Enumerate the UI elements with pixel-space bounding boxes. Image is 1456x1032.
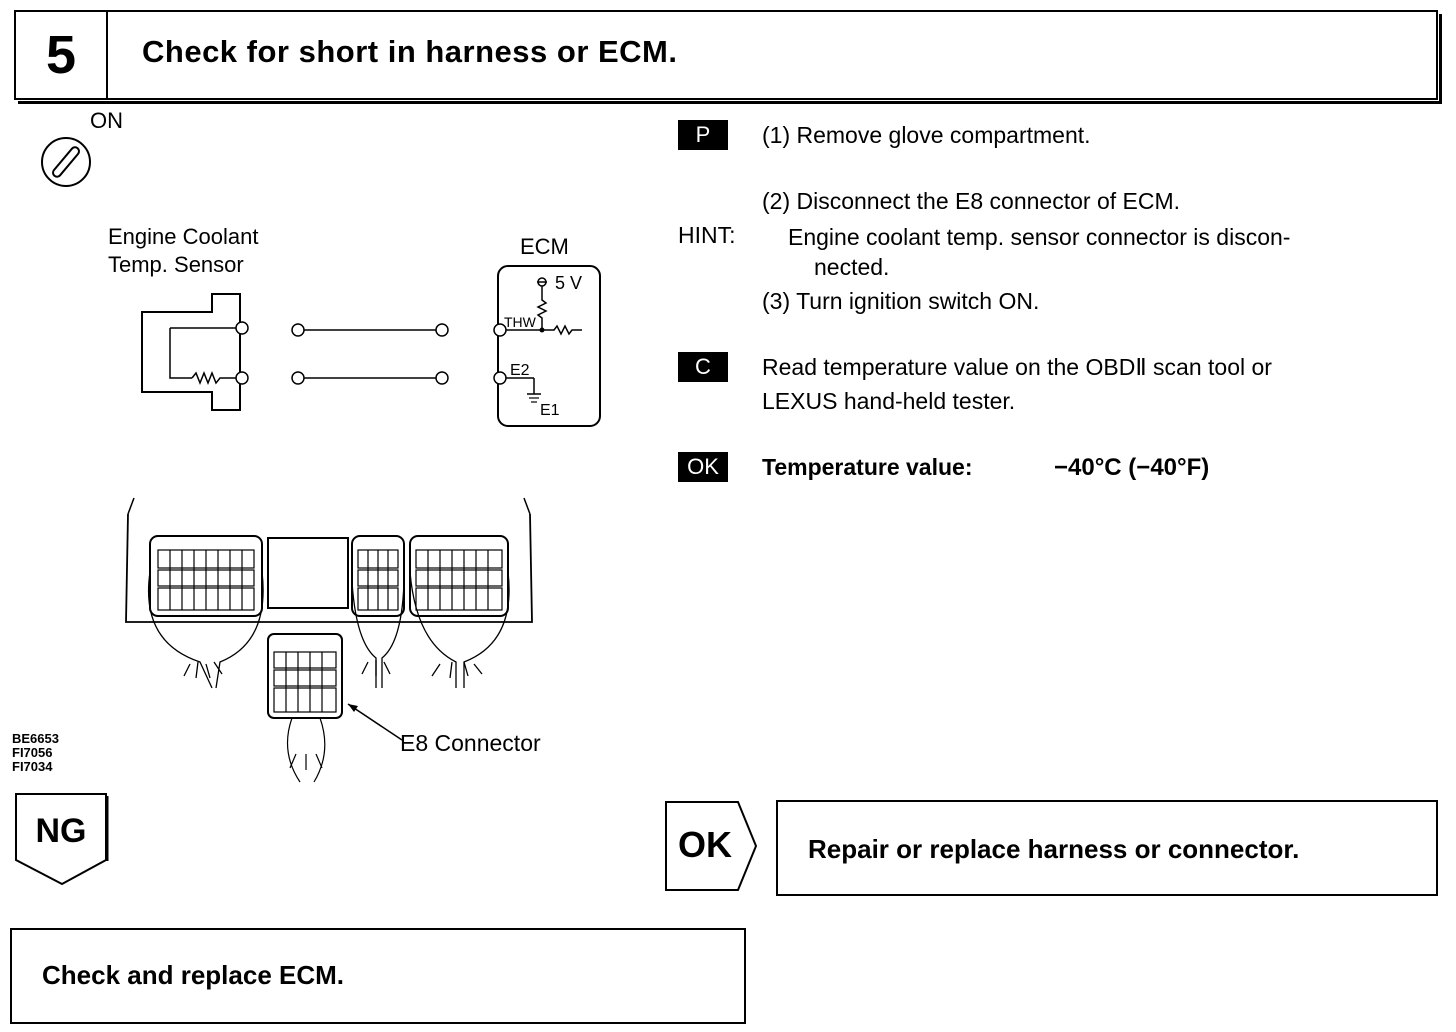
ok-action-box xyxy=(776,800,1438,896)
hint-label: HINT: xyxy=(678,222,736,248)
step-number: 5 xyxy=(16,12,108,98)
step-title: Check for short in harness or ECM. xyxy=(142,34,678,69)
figure-code: BE6653 xyxy=(12,731,59,746)
step-2-text: (2) Disconnect the E8 connector of ECM. xyxy=(762,188,1181,214)
sensor-label-line1: Engine Coolant xyxy=(108,224,259,249)
ecm-label: ECM xyxy=(520,234,569,259)
ok-action-text: Repair or replace harness or connector. xyxy=(808,834,1300,864)
step-1-text: (1) Remove glove compartment. xyxy=(762,122,1091,148)
result-label: Temperature value: xyxy=(762,454,973,480)
step-header xyxy=(14,10,1438,100)
result-value: −40°C (−40°F) xyxy=(1054,454,1210,481)
preparation-badge: P xyxy=(678,120,728,150)
e2-terminal-label: E2 xyxy=(510,362,530,379)
ignition-key-icon xyxy=(41,137,91,187)
e8-connector-label: E8 Connector xyxy=(400,730,541,756)
hint-line-1: Engine coolant temp. sensor connector is… xyxy=(788,224,1291,250)
ng-tab-shape xyxy=(15,793,109,886)
circuit-diagram xyxy=(141,265,601,427)
check-line-2: LEXUS hand-held tester. xyxy=(762,388,1016,414)
figure-code: FI7034 xyxy=(12,759,53,774)
voltage-label: 5 V xyxy=(555,273,583,293)
ok-result-badge: OK xyxy=(678,452,728,482)
header-shadow xyxy=(18,14,1442,104)
ng-action-box xyxy=(10,928,746,1024)
step-3-text: (3) Turn ignition switch ON. xyxy=(762,288,1040,314)
sensor-label-line2: Temp. Sensor xyxy=(108,252,244,277)
ng-action-text: Check and replace ECM. xyxy=(42,960,344,990)
hint-line-2: nected. xyxy=(814,254,890,280)
ng-label: NG xyxy=(35,812,87,850)
ok-tab-shape xyxy=(665,801,758,891)
check-line-1: Read temperature value on the OBDⅡ scan … xyxy=(762,354,1272,380)
check-badge: C xyxy=(678,352,728,382)
figure-codes: BE6653 FI7056 FI7034 xyxy=(12,732,59,774)
e1-terminal-label: E1 xyxy=(540,402,560,419)
ok-label: OK xyxy=(678,824,732,865)
thw-terminal-label: THW xyxy=(504,314,536,330)
figure-code: FI7056 xyxy=(12,745,53,760)
ecm-connector-illustration xyxy=(125,497,533,783)
ignition-on-label: ON xyxy=(90,108,123,133)
